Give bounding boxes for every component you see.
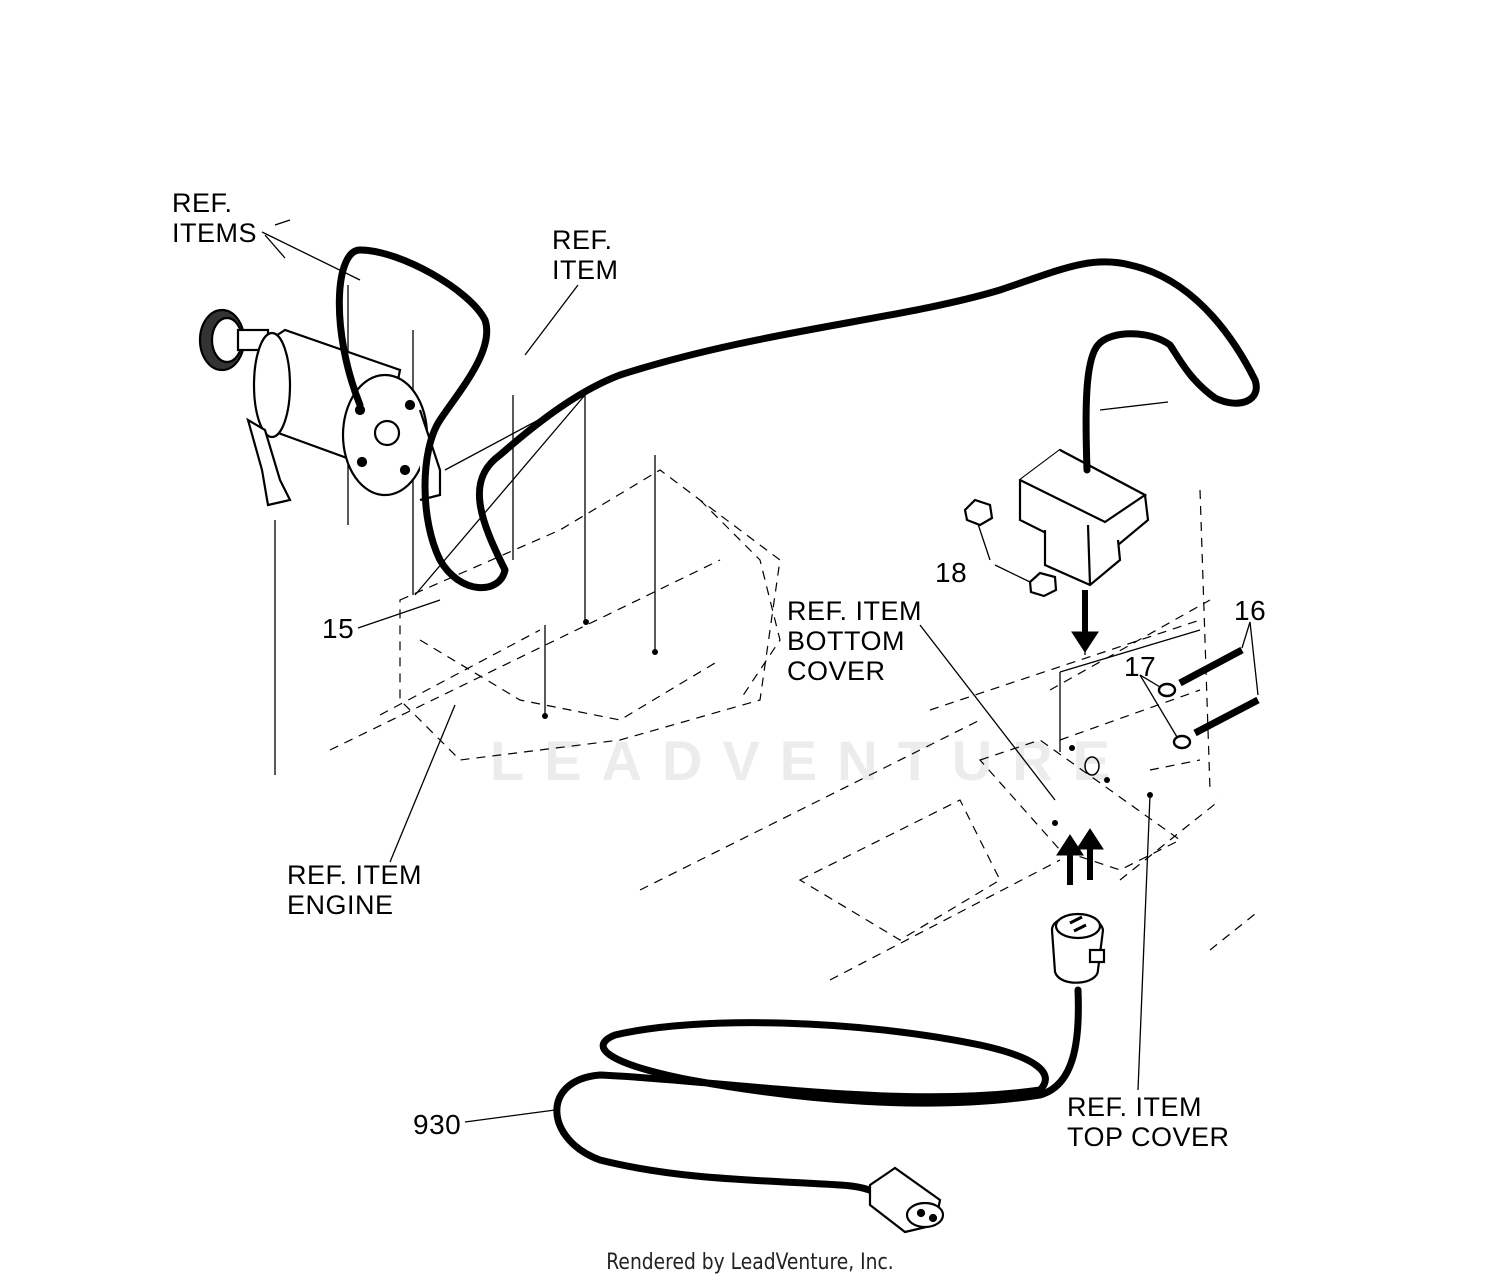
- direction-arrows: [1056, 590, 1104, 885]
- label-line: TOP COVER: [1067, 1122, 1230, 1152]
- label-line: BOTTOM: [787, 626, 906, 656]
- label-ref-item-bottom-cover: REF. ITEM BOTTOM COVER: [787, 596, 922, 686]
- starter-relay: [963, 448, 1150, 598]
- label-line: ENGINE: [287, 890, 394, 920]
- bolts-washers: [1157, 646, 1260, 750]
- leader-lines: [261, 219, 1259, 1123]
- label-line: REF.: [172, 188, 233, 218]
- label-line: REF. ITEM: [1067, 1092, 1203, 1122]
- label-ref-items: REF. ITEMS: [172, 188, 257, 248]
- label-ref-item-engine: REF. ITEM ENGINE: [287, 860, 422, 920]
- cord-socket: [1050, 912, 1106, 984]
- label-line: ITEM: [552, 255, 619, 285]
- label-line: ITEMS: [172, 218, 258, 248]
- label-line: REF. ITEM: [787, 596, 923, 626]
- reference-outlines: [329, 469, 1261, 981]
- watermark-text: LEADVENTURE: [490, 729, 1131, 792]
- cables: [335, 246, 1260, 1199]
- label-line: REF.: [552, 225, 613, 255]
- part-number-15: 15: [322, 613, 355, 644]
- label-ref-item: REF. ITEM: [552, 225, 619, 285]
- part-number-17: 17: [1124, 651, 1157, 682]
- part-number-18: 18: [935, 557, 968, 588]
- footer-credit: Rendered by LeadVenture, Inc.: [606, 1250, 894, 1275]
- label-ref-item-top-cover: REF. ITEM TOP COVER: [1067, 1092, 1230, 1152]
- label-line: COVER: [787, 656, 886, 686]
- part-number-16: 16: [1234, 595, 1267, 626]
- label-line: REF. ITEM: [287, 860, 423, 890]
- mounting-holes: [542, 619, 1153, 826]
- cord-plug: [868, 1166, 945, 1234]
- starter-motor: [198, 308, 442, 507]
- part-number-930: 930: [413, 1109, 462, 1140]
